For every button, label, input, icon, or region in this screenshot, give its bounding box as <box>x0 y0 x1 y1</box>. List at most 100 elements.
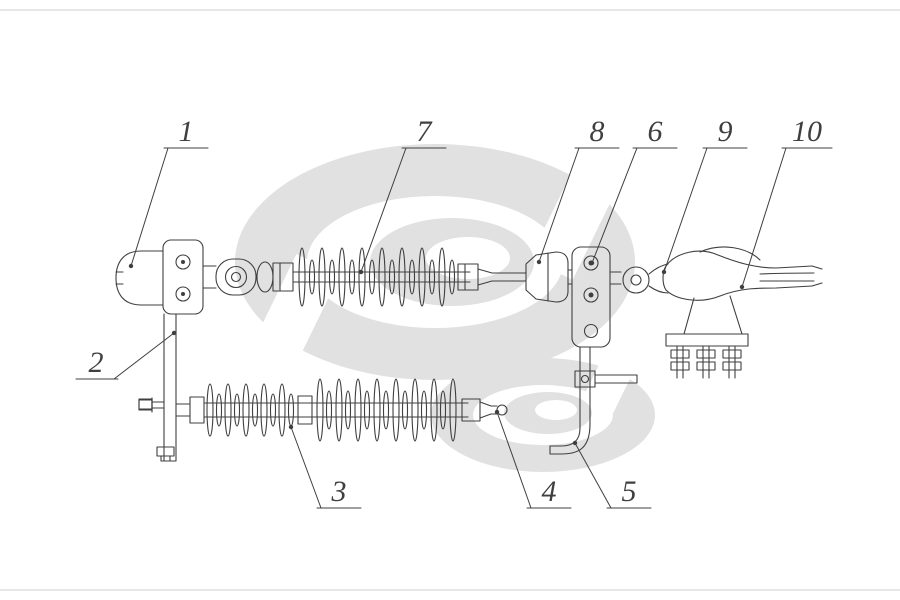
shed-small <box>439 390 447 430</box>
link-arms <box>202 265 217 289</box>
clamp-lug <box>683 295 743 335</box>
shed-small <box>328 259 336 295</box>
shed-small <box>269 393 277 427</box>
shed-small <box>388 259 396 295</box>
shed <box>358 247 366 307</box>
leader-dot <box>494 409 500 415</box>
shed-small <box>408 259 416 295</box>
clamp-keeper <box>699 246 761 261</box>
part-label-5-text: 5 <box>622 475 637 508</box>
watermark-gap <box>239 253 340 392</box>
terminal-bar <box>594 374 638 384</box>
leader-dot <box>661 269 667 275</box>
polymer-insulator <box>272 247 527 307</box>
end-fitting-right <box>457 263 479 291</box>
shed-small <box>348 259 356 295</box>
shed <box>278 383 286 437</box>
shed-small <box>428 259 436 295</box>
socket-detail <box>547 252 573 302</box>
leader-dot <box>589 260 595 266</box>
leader-dot <box>572 440 578 446</box>
surge-arrester <box>138 378 508 442</box>
shed <box>430 378 438 442</box>
leader-line <box>591 147 638 264</box>
shed <box>316 378 324 442</box>
part-label-3: 3 <box>288 424 362 509</box>
end-fitting-left <box>272 262 294 292</box>
leader-line <box>663 147 708 273</box>
watermark-core-hole <box>535 400 577 420</box>
part-label-2: 2 <box>75 330 177 380</box>
clevis-eye-link <box>202 258 274 296</box>
part-label-3-text: 3 <box>331 475 347 508</box>
lower-hole <box>583 323 599 339</box>
shed-small <box>368 259 376 295</box>
conductor <box>759 272 815 282</box>
shed-small <box>325 390 333 430</box>
shed-small <box>344 390 352 430</box>
suspension-clamp <box>662 246 823 379</box>
shed <box>260 383 268 437</box>
nut <box>670 349 690 359</box>
ball-pin-link <box>609 263 669 294</box>
shed <box>338 247 346 307</box>
part-label-7: 7 <box>358 115 447 275</box>
bolt-center <box>588 292 594 298</box>
bolt-hole <box>175 286 191 302</box>
part-label-10-text: 10 <box>792 115 822 148</box>
shed <box>438 247 446 307</box>
clevis-hook <box>115 250 164 306</box>
shed-small <box>401 390 409 430</box>
part-label-6: 6 <box>589 115 678 266</box>
terminal-block <box>574 370 596 388</box>
leader-line <box>574 442 612 509</box>
leader-dot <box>128 263 134 269</box>
yoke-body <box>571 246 611 348</box>
link-arms <box>609 271 622 285</box>
eye-tongue <box>215 258 257 296</box>
mounting-bracket <box>115 239 204 462</box>
clamp-bottom <box>665 285 813 301</box>
part-label-5: 5 <box>572 440 652 509</box>
leader-line <box>113 332 175 380</box>
bolt-center <box>181 292 185 296</box>
leader-line <box>360 147 407 273</box>
part-label-4-text: 4 <box>542 475 557 508</box>
leader-line <box>130 147 169 267</box>
arrester-cap-right <box>461 398 481 422</box>
nut <box>670 361 690 371</box>
bolt-hole <box>583 287 599 303</box>
watermark-ring-large <box>235 144 635 380</box>
shed <box>298 247 306 307</box>
shed <box>224 383 232 437</box>
shed-small <box>448 259 456 295</box>
leader-dot <box>171 330 177 336</box>
shed-small <box>308 259 316 295</box>
watermark-core-hole <box>426 237 510 279</box>
nut <box>722 361 742 371</box>
shed-small <box>251 393 259 427</box>
shed-small <box>287 393 295 427</box>
shed <box>206 383 214 437</box>
part-label-7-text: 7 <box>417 115 434 148</box>
clamp-top <box>665 250 813 269</box>
shed <box>318 247 326 307</box>
nut <box>160 455 171 462</box>
clevis-slot <box>115 271 124 285</box>
shed <box>398 247 406 307</box>
shed <box>242 383 250 437</box>
leader-line <box>741 147 787 288</box>
stem-rod <box>477 268 527 286</box>
shed <box>392 378 400 442</box>
shed-small <box>420 390 428 430</box>
part-label-4: 4 <box>494 409 572 509</box>
terminal-connection <box>151 397 191 417</box>
bolt-hole <box>175 254 191 270</box>
conductor-end <box>811 265 823 287</box>
part-label-9: 9 <box>661 115 748 275</box>
terminal-bolt <box>580 374 590 384</box>
watermark-gap <box>529 141 630 280</box>
part-label-2-text: 2 <box>89 346 104 379</box>
